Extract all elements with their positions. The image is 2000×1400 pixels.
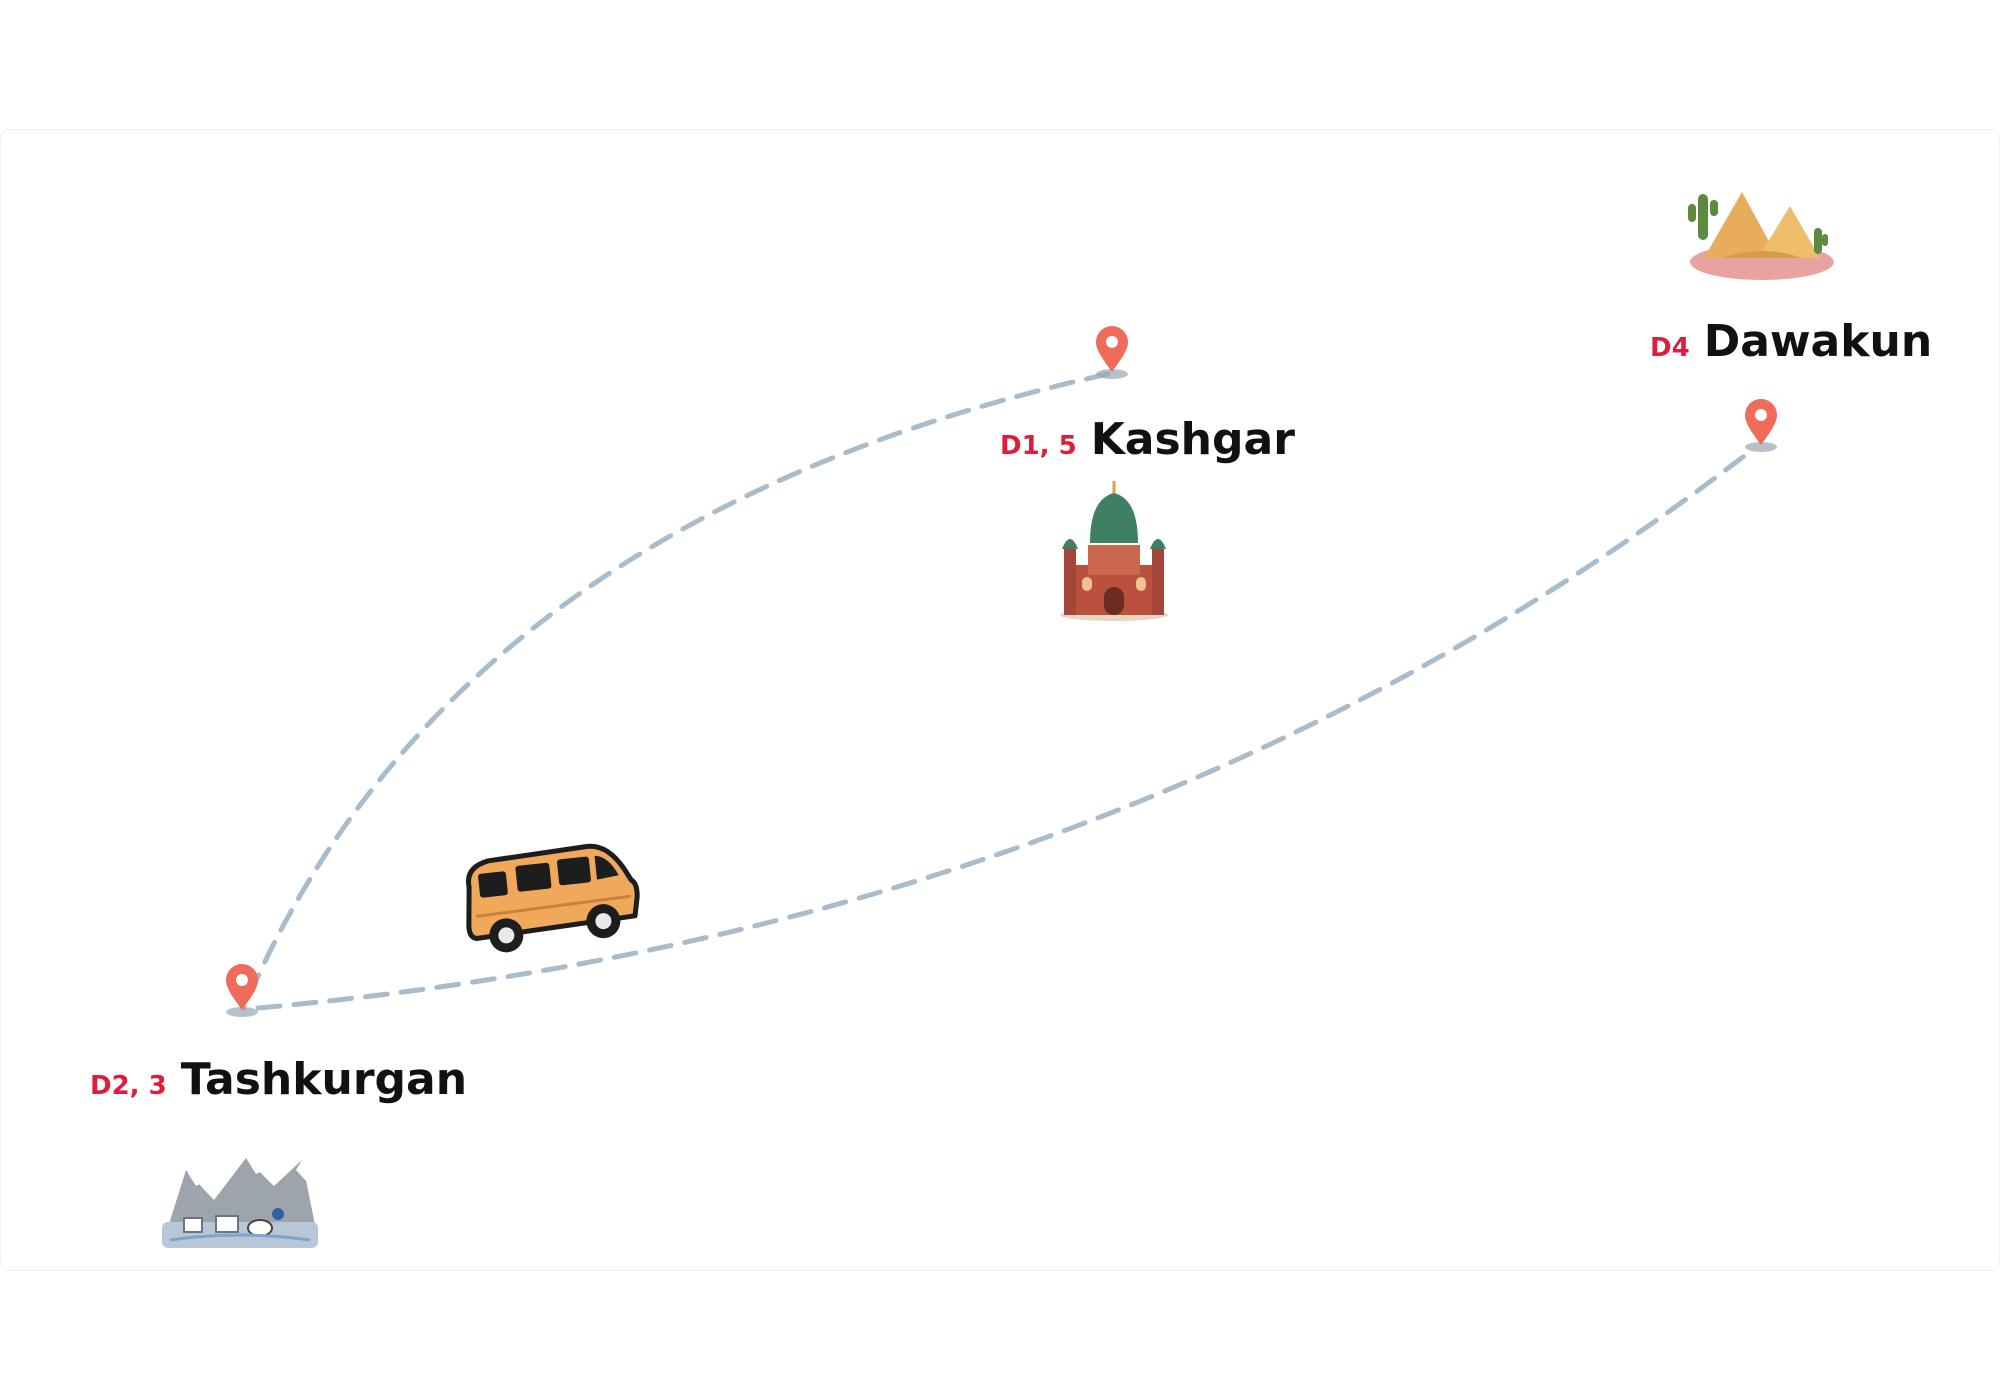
mosque-icon — [1060, 481, 1168, 621]
map-card — [0, 129, 2000, 1271]
pin-dawakun[interactable] — [1745, 399, 1777, 452]
stop-city-kashgar: Kashgar — [1090, 414, 1295, 465]
pin-kashgar[interactable] — [1096, 326, 1128, 379]
route-tashkurgan-dawakun — [255, 447, 1755, 1011]
desert-cactus-icon — [1688, 192, 1834, 280]
stop-day-tashkurgan: D2, 3 — [90, 1071, 167, 1101]
stop-day-dawakun: D4 — [1650, 333, 1690, 363]
stop-day-kashgar: D1, 5 — [1000, 431, 1077, 461]
pin-tashkurgan[interactable] — [226, 964, 258, 1017]
stop-city-tashkurgan: Tashkurgan — [180, 1054, 468, 1105]
mountain-village-icon — [162, 1158, 318, 1248]
stop-city-dawakun: Dawakun — [1703, 316, 1933, 367]
route-kashgar-tashkurgan — [241, 371, 1111, 1011]
van-icon — [466, 843, 640, 953]
